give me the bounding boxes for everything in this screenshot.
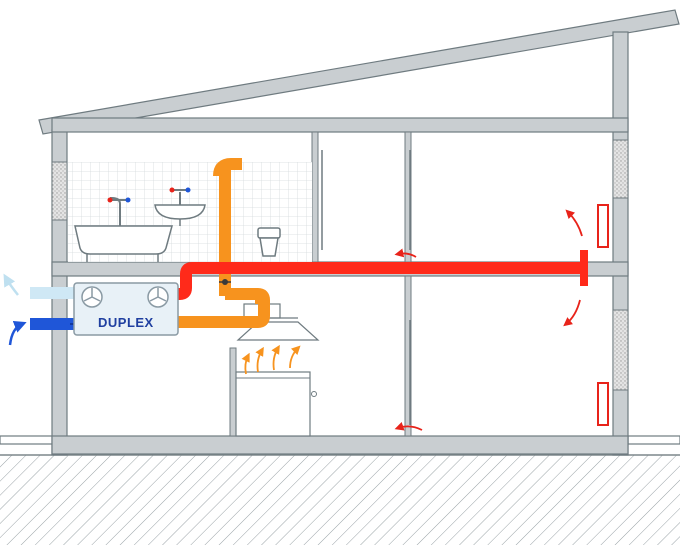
airflow-arrows [241,209,583,431]
airflow-arrow-icon [565,209,583,237]
sink-icon [154,187,206,226]
airflow-arrow-icon [255,346,264,373]
faucet-icon [107,197,131,226]
airflow-arrow-icon [241,352,250,375]
fan-icon [81,286,103,308]
airflow-arrow-icon [394,422,423,431]
supply-grille-icon [597,382,609,426]
supply-duct [170,250,588,300]
airflow-arrow-icon [289,345,301,369]
toilet-icon [257,227,281,257]
ground [0,435,680,545]
bathtub-icon [74,225,173,262]
unit-label: DUPLEX [98,315,154,330]
supply-grilles [597,204,609,426]
airflow-arrow-icon [563,299,581,327]
supply-grille-icon [597,204,609,248]
roof [38,9,680,135]
doors [321,150,411,425]
stove-icon [235,371,317,437]
wall-insulation [51,139,629,391]
recuperator-unit: DUPLEX [73,282,179,336]
airflow-arrow-icon [271,344,280,371]
fan-icon [147,286,169,308]
airflow-arrow-icon [394,248,417,258]
